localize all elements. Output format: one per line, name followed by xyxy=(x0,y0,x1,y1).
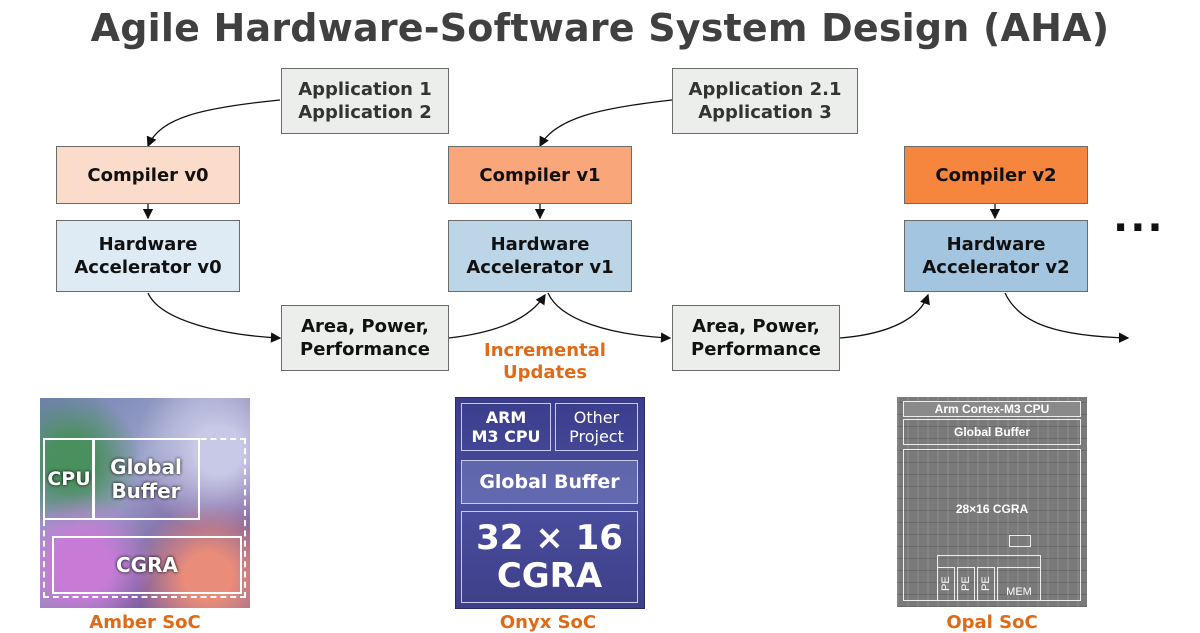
metrics-box-1: Area, Power, Performance xyxy=(281,305,449,371)
opal-pe-tile-2: PE xyxy=(957,567,975,601)
amber-global-buffer-region: Global Buffer xyxy=(92,438,200,520)
amber-cpu-region: CPU xyxy=(43,438,95,520)
arrow-app1-to-compiler-v0 xyxy=(146,99,281,148)
compiler-v2: Compiler v2 xyxy=(904,146,1088,204)
opal-zoom-callout xyxy=(937,555,1041,567)
onyx-soc-label: Onyx SoC xyxy=(499,612,597,633)
hardware-accelerator-v2: Hardware Accelerator v2 xyxy=(904,220,1088,292)
opal-mem-tile: MEM xyxy=(997,567,1041,601)
onyx-cgra-region: 32 × 16 CGRA xyxy=(461,511,638,603)
onyx-cpu-region: ARM M3 CPU xyxy=(461,403,551,451)
application-box-2: Application 2.1 Application 3 xyxy=(672,68,858,134)
hardware-accelerator-v1: Hardware Accelerator v1 xyxy=(448,220,632,292)
amber-soc-label: Amber SoC xyxy=(89,612,201,633)
opal-cgra-region: 28×16 CGRA xyxy=(903,449,1081,601)
opal-cpu-region: Arm Cortex-M3 CPU xyxy=(903,401,1081,417)
onyx-other-project-region: Other Project xyxy=(555,403,638,451)
hardware-accelerator-v0: Hardware Accelerator v0 xyxy=(56,220,240,292)
continuation-ellipsis: ... xyxy=(1113,195,1165,241)
opal-soc-die-image: Arm Cortex-M3 CPU Global Buffer 28×16 CG… xyxy=(897,397,1087,607)
opal-zoom-source xyxy=(1009,535,1031,547)
arrow-app2-to-compiler-v1 xyxy=(539,99,673,148)
arrow-hw-v2-onward xyxy=(1004,292,1130,343)
compiler-v0: Compiler v0 xyxy=(56,146,240,204)
opal-global-buffer-region: Global Buffer xyxy=(903,419,1081,445)
amber-soc-die-image: CPU Global Buffer CGRA xyxy=(40,398,250,608)
arrow-metrics-2-to-hw-v2 xyxy=(839,293,930,339)
opal-pe-tile-3: PE xyxy=(977,567,995,601)
arrow-metrics-1-to-hw-v1 xyxy=(448,293,546,339)
amber-cgra-region: CGRA xyxy=(52,536,242,594)
opal-soc-label: Opal SoC xyxy=(946,612,1038,633)
application-box-1: Application 1 Application 2 xyxy=(281,68,449,134)
page-title: Agile Hardware-Software System Design (A… xyxy=(90,6,1110,50)
opal-pe-tile-1: PE xyxy=(937,567,955,601)
onyx-global-buffer-region: Global Buffer xyxy=(461,460,638,504)
arrow-hw-v1-to-metrics-2 xyxy=(547,292,672,343)
compiler-v1: Compiler v1 xyxy=(448,146,632,204)
arrow-hw-v0-to-metrics-1 xyxy=(147,292,282,343)
metrics-box-2: Area, Power, Performance xyxy=(672,305,840,371)
incremental-updates-label: Incremental Updates xyxy=(484,340,606,383)
onyx-soc-die-image: ARM M3 CPU Other Project Global Buffer 3… xyxy=(455,397,645,609)
